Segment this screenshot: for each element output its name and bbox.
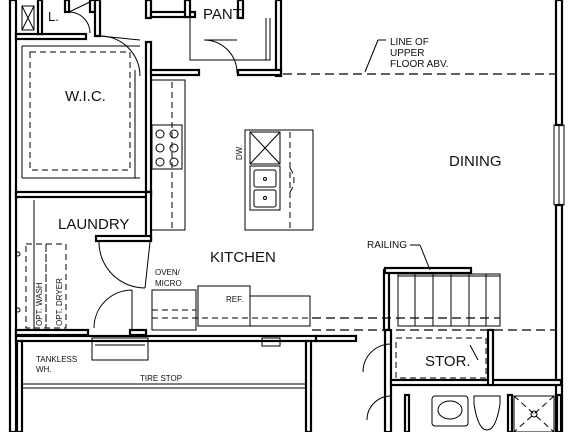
dishwasher-note: DW.: [235, 145, 244, 160]
shower: [513, 395, 555, 432]
oven-note-2: MICRO: [155, 279, 182, 288]
dryer-note: OPT. DRYER: [55, 278, 64, 326]
garage-door-swing: [93, 289, 133, 329]
toilet: [473, 395, 501, 431]
laundry-door-swing: [98, 241, 146, 289]
wic-bottom-wall: [14, 190, 153, 199]
railing-note: RAILING: [367, 240, 407, 251]
pantry-label: PANT.: [203, 6, 244, 23]
tankless-note-1: TANKLESS: [36, 355, 77, 364]
pantry-door-swing: [203, 39, 238, 74]
oven-note-1: OVEN/: [155, 268, 181, 277]
storage-label: STOR.: [425, 353, 471, 370]
upper-floor-note-1: LINE OF: [390, 37, 429, 48]
laundry-label: LAUNDRY: [58, 216, 129, 233]
tire-stop-note: TIRE STOP: [140, 374, 182, 383]
left-exterior-wall: [8, 0, 18, 432]
stairs: [397, 244, 501, 327]
wic-label: W.I.C.: [65, 88, 106, 105]
closet-label: L.: [48, 9, 59, 24]
kitchen-counters: [150, 79, 314, 331]
storage-door-swing: [362, 343, 392, 373]
cooktop: [151, 124, 183, 170]
dishwasher: [249, 131, 281, 165]
upper-floor-note-2: UPPER: [390, 48, 424, 59]
wic-shelving: [29, 51, 131, 171]
dining-label: DINING: [449, 153, 502, 170]
closet-bottom-wall: [14, 32, 88, 41]
right-exterior-wall-upper: [554, 0, 564, 127]
refrigerator: [197, 285, 251, 327]
laundry-appliances: [15, 200, 67, 330]
closet-door-swing: [68, 11, 91, 34]
labels: L. PANT. W.I.C. LAUNDRY KITCHEN DINING S…: [35, 6, 502, 383]
doors: [68, 1, 392, 421]
bath-sink: [431, 395, 469, 427]
refrigerator-note: REF.: [226, 295, 243, 304]
walls: [8, 0, 565, 432]
wic-door-swing: [99, 35, 141, 77]
kitchen-sink: [249, 165, 281, 211]
washer-note: OPT. WASH: [35, 282, 44, 326]
tankless-note-2: WH.: [36, 365, 52, 374]
kitchen-label: KITCHEN: [210, 249, 276, 266]
water-heater: [91, 337, 149, 361]
kitchen-island: [244, 129, 314, 231]
upper-floor-note-3: FLOOR ABV.: [390, 59, 449, 70]
dryer: [45, 243, 67, 329]
